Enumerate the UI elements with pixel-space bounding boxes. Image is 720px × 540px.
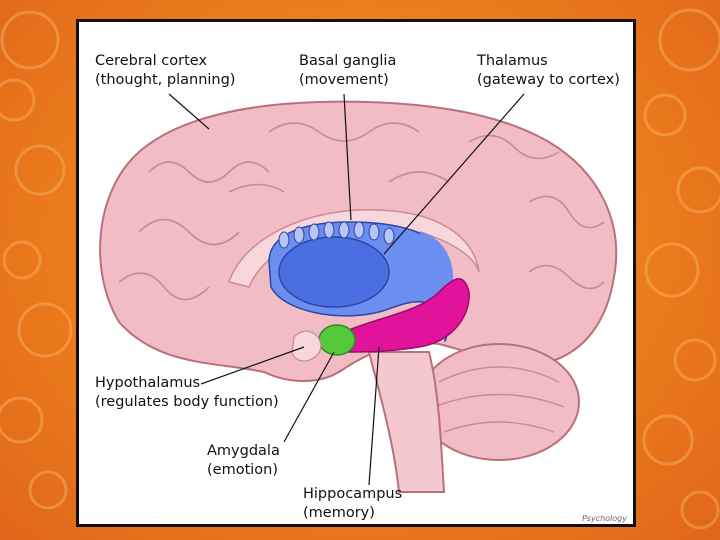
hypothalamus-name: Hypothalamus bbox=[95, 374, 279, 393]
label-amygdala: Amygdala (emotion) bbox=[207, 442, 280, 480]
brain-diagram bbox=[79, 22, 633, 524]
brainstem-shape bbox=[369, 352, 444, 492]
hippocampus-name: Hippocampus bbox=[303, 485, 402, 504]
label-hypothalamus: Hypothalamus (regulates body function) bbox=[95, 374, 279, 412]
thalamus-name: Thalamus bbox=[477, 52, 620, 71]
label-basal-ganglia: Basal ganglia (movement) bbox=[299, 52, 396, 90]
cerebral-cortex-desc: (thought, planning) bbox=[95, 71, 235, 90]
slide-frame: Cerebral cortex (thought, planning) Basa… bbox=[76, 19, 636, 527]
amygdala-desc: (emotion) bbox=[207, 461, 280, 480]
label-thalamus: Thalamus (gateway to cortex) bbox=[477, 52, 620, 90]
label-cerebral-cortex: Cerebral cortex (thought, planning) bbox=[95, 52, 235, 90]
cerebellum-shape bbox=[419, 344, 579, 460]
basal-ganglia-name: Basal ganglia bbox=[299, 52, 396, 71]
hypothalamus-desc: (regulates body function) bbox=[95, 393, 279, 412]
basal-ganglia-desc: (movement) bbox=[299, 71, 396, 90]
hippocampus-desc: (memory) bbox=[303, 504, 402, 523]
label-hippocampus: Hippocampus (memory) bbox=[303, 485, 402, 523]
amygdala-name: Amygdala bbox=[207, 442, 280, 461]
image-credit: Psychology bbox=[582, 514, 627, 523]
thalamus-desc: (gateway to cortex) bbox=[477, 71, 620, 90]
cerebral-cortex-name: Cerebral cortex bbox=[95, 52, 235, 71]
amygdala-shape bbox=[319, 325, 355, 355]
